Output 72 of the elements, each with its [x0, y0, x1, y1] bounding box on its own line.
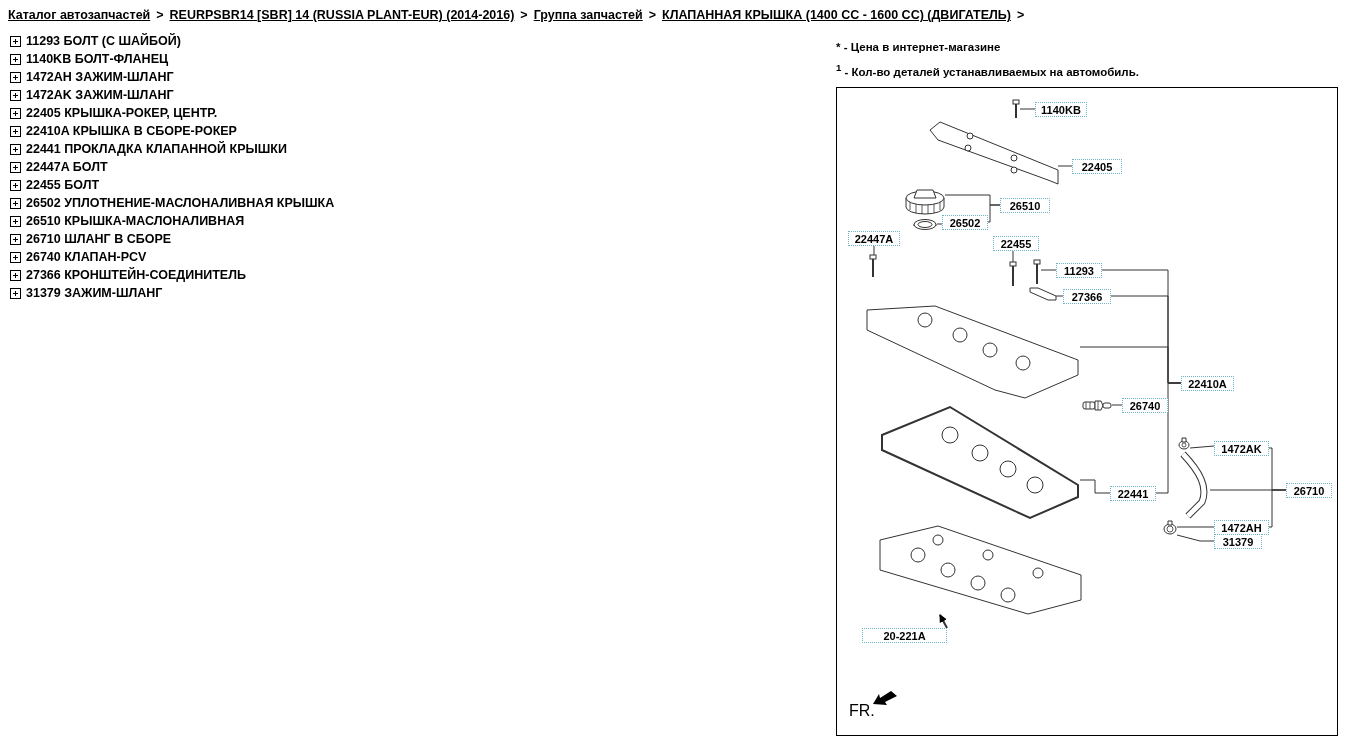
- part-list-link: 22447A БОЛТ: [26, 160, 108, 174]
- callout-number: 26502: [942, 215, 988, 230]
- breadcrumb-separator: >: [648, 8, 656, 22]
- leader-line: [987, 204, 1001, 223]
- leader-line: [1040, 269, 1057, 271]
- gasket-drawing: [880, 405, 1080, 520]
- callout-number: 22441: [1110, 486, 1156, 501]
- leader-line: [1057, 165, 1073, 167]
- oil-cap-drawing: [905, 188, 945, 216]
- seal-ring-drawing: [913, 219, 937, 230]
- footnote: * - Цена в интернет-магазине: [836, 41, 1001, 53]
- bracket-drawing: [1030, 288, 1056, 300]
- valve-cover-drawing: [865, 305, 1080, 400]
- part-list-link: 31379 ЗАЖИМ-ШЛАНГ: [26, 286, 163, 300]
- valve-drawing: [1082, 399, 1112, 411]
- part-list-link: 1472AK ЗАЖИМ-ШЛАНГ: [26, 88, 174, 102]
- breadcrumb-link: КЛАПАННАЯ КРЫШКА (1400 CC - 1600 CC) (ДВИГАТЕЛЬ): [662, 8, 1011, 22]
- part-list-link: 22441 ПРОКЛАДКА КЛАПАННОЙ КРЫШКИ: [26, 142, 287, 156]
- hose-drawing: [1180, 452, 1210, 518]
- callout-number: 11293: [1056, 263, 1102, 278]
- part-list-link: 11293 БОЛТ (С ШАЙБОЙ): [26, 34, 181, 48]
- leader-line: [1155, 382, 1182, 494]
- breadcrumb-link: Каталог автозапчастей: [8, 8, 151, 22]
- callout-number: 20-221A: [862, 628, 947, 643]
- leader-line: [1268, 489, 1287, 528]
- part-list-link: 22405 КРЫШКА-РОКЕР, ЦЕНТР.: [26, 106, 218, 120]
- callout-number: 22410A: [1181, 376, 1234, 391]
- footnote: $^{1}$ - Кол-во деталей устанавливаемых на автомобиль.: [836, 62, 1139, 78]
- leader-line: [873, 245, 875, 256]
- leader-line: [1055, 295, 1064, 297]
- breadcrumb-separator: >: [156, 8, 164, 22]
- callout-number: 26510: [1000, 198, 1050, 213]
- leader-line: [1079, 479, 1111, 494]
- leader-line: [1176, 534, 1215, 542]
- callout-number: 1472AK: [1214, 441, 1269, 456]
- callout-number: 26710: [1286, 483, 1332, 498]
- bolt-drawing: [1012, 100, 1020, 118]
- breadcrumb-separator: >: [520, 8, 528, 22]
- callout-number: 26740: [1122, 398, 1168, 413]
- callout-number: 22447A: [848, 231, 900, 246]
- engine-cover-drawing: [930, 122, 1058, 184]
- part-list-link: 22455 БОЛТ: [26, 178, 100, 192]
- part-list-link: 22410A КРЫШКА В СБОРЕ-РОКЕР: [26, 124, 237, 138]
- callout-number: 27366: [1063, 289, 1111, 304]
- part-list-link: 26710 ШЛАНГ В СБОРЕ: [26, 232, 172, 246]
- leader-line: [1012, 250, 1014, 263]
- callout-number: 1140KB: [1035, 102, 1087, 117]
- part-list-link: 27366 КРОНШТЕЙН-СОЕДИНИТЕЛЬ: [26, 268, 246, 282]
- callout-number: 22455: [993, 236, 1039, 251]
- bolt-drawing: [869, 255, 877, 277]
- breadcrumb-link: REURPSBR14 [SBR] 14 (RUSSIA PLANT-EUR) (2014-2016): [169, 8, 515, 22]
- part-list-link: 26502 УПЛОТНЕНИЕ-МАСЛОНАЛИВНАЯ КРЫШКА: [26, 196, 335, 210]
- part-list-link: 26510 КРЫШКА-МАСЛОНАЛИВНАЯ: [26, 214, 245, 228]
- part-list-link: 1140KB БОЛТ-ФЛАНЕЦ: [26, 52, 169, 66]
- leader-line: [1189, 445, 1215, 449]
- part-list-link: 26740 КЛАПАН-PCV: [26, 250, 147, 264]
- cylinder-head-drawing: [878, 525, 1083, 615]
- callout-number: 31379: [1214, 534, 1262, 549]
- bolt-drawing: [1033, 260, 1041, 284]
- callout-number: 22405: [1072, 159, 1122, 174]
- hose-clamp-drawing: [1163, 521, 1177, 535]
- hose-clamp-drawing: [1178, 438, 1190, 450]
- bolt-drawing: [1009, 262, 1017, 286]
- leader-line: [1019, 108, 1036, 110]
- leader-line: [1111, 404, 1123, 406]
- leader-line: [936, 223, 943, 225]
- breadcrumb-separator: >: [1017, 8, 1025, 22]
- arrow: [939, 614, 948, 629]
- direction-label: FR.: [849, 702, 875, 720]
- leader-line: [1176, 526, 1215, 528]
- breadcrumb-link: Группа запчастей: [533, 8, 643, 22]
- part-list-link: 1472AH ЗАЖИМ-ШЛАНГ: [26, 70, 174, 84]
